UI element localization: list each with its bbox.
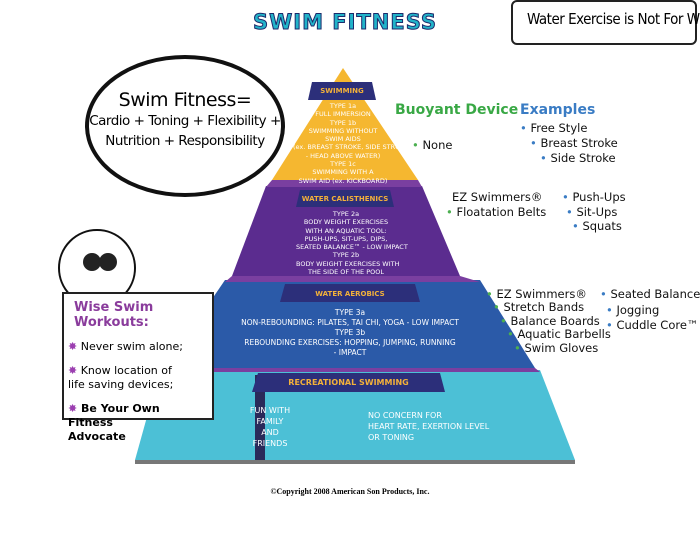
callout-box: Water Exercise is Not For Wimps!	[511, 0, 700, 45]
example-item: Side Stroke	[540, 151, 615, 165]
star-icon: ✸	[68, 402, 82, 415]
label-recreational: RECREATIONAL SWIMMING	[288, 378, 409, 387]
wise-item: ✸ Be Your Own Fitness Advocate	[68, 402, 160, 443]
wise-item: ✸ Know location of life saving devices;	[68, 364, 174, 391]
examples-heading: Examples	[520, 102, 596, 118]
tier-swimming	[272, 68, 418, 180]
wise-heading: Wise Swim Workouts:	[74, 300, 154, 330]
device-item: EZ Swimmers®	[486, 287, 586, 301]
equation-ellipse: Swim Fitness= Cardio + Toning + Flexibil…	[85, 55, 285, 197]
tier-recreational	[135, 370, 575, 460]
example-item: Sit-Ups	[566, 205, 617, 219]
star-icon: ✸	[68, 340, 81, 353]
star-icon: ✸	[68, 364, 81, 377]
device-item: Floatation Belts	[446, 205, 546, 219]
buoyant-heading: Buoyant Device	[395, 102, 519, 118]
label-swimming: SWIMMING	[320, 87, 364, 95]
buoyant-none: None	[412, 138, 452, 152]
banner-swimming	[308, 82, 376, 100]
banner-calisthenics	[296, 190, 394, 207]
banner-aerobics	[280, 284, 420, 302]
example-item: Free Style	[520, 121, 587, 135]
tier-aerobics	[165, 280, 535, 368]
copyright: ©Copyright 2008 American Son Products, I…	[270, 487, 430, 496]
equation-line: Nutrition + Responsibility	[105, 133, 265, 149]
device-item: EZ Swimmers®	[452, 190, 543, 204]
device-item: Swim Gloves	[514, 341, 598, 355]
owl-icon	[83, 253, 101, 271]
band	[225, 276, 480, 282]
example-item: Squats	[572, 219, 621, 233]
tier-calisthenics	[232, 186, 460, 276]
band	[160, 368, 540, 372]
equation-heading: Swim Fitness=	[118, 89, 252, 111]
band	[266, 180, 422, 187]
wise-swim-workouts-box: Wise Swim Workouts: ✸ Never swim alone; …	[62, 292, 214, 443]
banner-recreational	[252, 373, 445, 392]
device-item: Balance Boards	[500, 314, 599, 328]
example-item: Breast Stroke	[530, 136, 617, 150]
example-item: Jogging	[606, 303, 659, 317]
divider	[255, 375, 265, 460]
label-calisthenics: WATER CALISTHENICS	[301, 195, 389, 203]
label-aerobics: WATER AEROBICS	[315, 290, 385, 298]
device-item: Aquatic Barbells	[507, 327, 610, 341]
device-item: Stretch Bands	[493, 300, 584, 314]
owl-icon	[99, 253, 117, 271]
example-item: Seated Balance ™	[600, 287, 700, 301]
example-item: Push-Ups	[562, 190, 625, 204]
example-item: Cuddle Core™	[606, 318, 698, 332]
wise-item: ✸ Never swim alone;	[68, 340, 183, 353]
equation-line: Cardio + Toning + Flexibility +	[89, 113, 281, 129]
pool-edge	[135, 460, 575, 464]
page-title: SWIM FITNESS	[252, 10, 438, 35]
